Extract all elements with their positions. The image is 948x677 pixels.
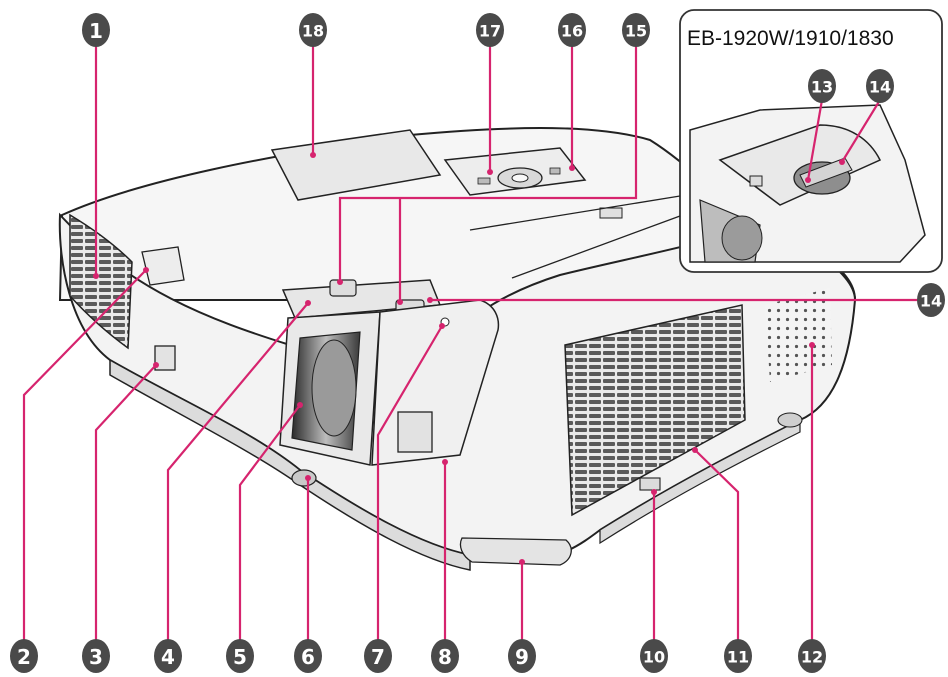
svg-text:1: 1: [89, 19, 103, 43]
leader-lines: [22, 46, 917, 640]
callout-12: 12: [798, 639, 826, 673]
svg-text:15: 15: [625, 22, 647, 41]
svg-text:10: 10: [643, 648, 665, 667]
svg-text:4: 4: [161, 645, 175, 669]
inset-title: EB-1920W/1910/1830: [687, 27, 894, 50]
inset-pointer-line: [511, 215, 681, 279]
svg-text:16: 16: [561, 22, 583, 41]
callout-9: 9: [508, 639, 536, 673]
callout-15: 15: [622, 13, 650, 47]
svg-text:18: 18: [302, 22, 324, 41]
svg-text:14: 14: [920, 292, 942, 311]
inset-panel: [679, 9, 943, 273]
inset-pointer-line: [469, 195, 681, 231]
svg-text:6: 6: [301, 645, 315, 669]
callout-8: 8: [431, 639, 459, 673]
callout-14: 14: [917, 283, 945, 317]
svg-text:14: 14: [869, 78, 891, 97]
callout-7: 7: [364, 639, 392, 673]
callout-16: 16: [558, 13, 586, 47]
svg-text:7: 7: [371, 645, 385, 669]
svg-text:9: 9: [515, 645, 529, 669]
callout-3: 3: [82, 639, 110, 673]
callout-2: 2: [10, 639, 38, 673]
callout-17: 17: [476, 13, 504, 47]
callout-14-inset: 14: [866, 69, 894, 103]
svg-text:2: 2: [17, 645, 31, 669]
callout-18: 18: [299, 13, 327, 47]
svg-text:12: 12: [801, 648, 823, 667]
callout-6: 6: [294, 639, 322, 673]
callout-4: 4: [154, 639, 182, 673]
svg-text:3: 3: [89, 645, 103, 669]
svg-text:5: 5: [233, 645, 247, 669]
svg-text:8: 8: [438, 645, 452, 669]
svg-text:13: 13: [811, 78, 833, 97]
callout-13: 13: [808, 69, 836, 103]
svg-text:17: 17: [479, 22, 501, 41]
callout-11: 11: [724, 639, 752, 673]
callout-5: 5: [226, 639, 254, 673]
projector-body: [58, 127, 857, 571]
callout-10: 10: [640, 639, 668, 673]
svg-text:11: 11: [727, 648, 749, 667]
callout-1: 1: [82, 13, 110, 47]
